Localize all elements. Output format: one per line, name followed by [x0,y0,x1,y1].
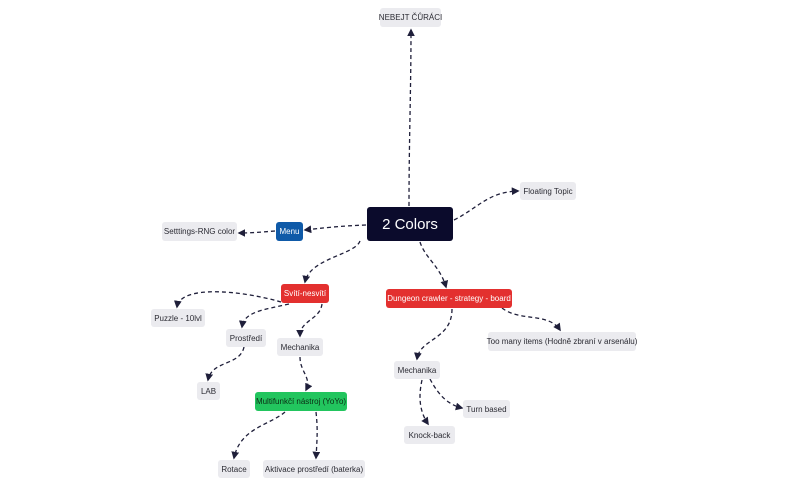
edge-sviti-puzzle [173,291,282,309]
node-label: NEBEJT ČŮRÁCI [378,13,443,22]
node-label: Menu [279,227,300,236]
edge-root-menu [303,224,367,234]
node-label: Too many items (Hodně zbraní v arsenálu) [486,337,638,346]
edge-yoyo-aktivace [312,411,321,460]
node-label: Turn based [466,404,507,414]
edge-root-sviti [302,240,361,284]
node-turn-based[interactable]: Turn based [463,400,510,418]
node-label: Prostředí [229,333,263,343]
node-rotace[interactable]: Rotace [218,460,250,478]
node-label: Setttings-RNG color [163,227,236,236]
node-yoyo-tool[interactable]: Multifunkčí nástroj (YoYo) [255,392,347,411]
node-puzzle[interactable]: Puzzle - 10lvl [151,309,205,327]
node-label: 2 Colors [382,215,438,233]
node-mechanika-1[interactable]: Mechanika [277,338,323,356]
node-label: Rotace [221,464,247,474]
edge-yoyo-rotace [231,411,286,460]
edge-mech2-knock [419,379,429,426]
node-label: Knock-back [408,430,451,440]
node-prostredi[interactable]: Prostředí [226,329,266,347]
node-knock-back[interactable]: Knock-back [404,426,455,444]
edge-root-dungeon [419,241,449,289]
node-menu[interactable]: Menu [276,222,303,241]
edge-dungeon-toomany [501,307,561,332]
node-label: Multifunkčí nástroj (YoYo) [255,397,347,406]
edge-sviti-prostredi [238,303,290,329]
node-label: Svítí-nesvítí [283,289,327,298]
node-settings[interactable]: Setttings-RNG color [162,222,237,241]
node-label: Dungeon crawler - strategy - board [387,294,511,303]
node-nebejt[interactable]: NEBEJT ČŮRÁCI [378,8,443,27]
edge-root-floating [453,187,520,221]
node-mechanika-2[interactable]: Mechanika [394,361,440,379]
edge-mech2-turn [429,378,464,411]
node-label: Aktivace prostředí (baterka) [264,464,364,474]
edge-menu-settings [237,229,276,237]
node-too-many-items[interactable]: Too many items (Hodně zbraní v arsenálu) [486,332,638,351]
node-dungeon-crawler[interactable]: Dungeon crawler - strategy - board [386,289,512,308]
edge-prostredi-lab [205,346,245,382]
edge-sviti-mech1 [296,303,323,338]
node-sviti-nesviti[interactable]: Svítí-nesvítí [281,284,329,303]
node-floating-topic[interactable]: Floating Topic [520,182,576,200]
node-root[interactable]: 2 Colors [367,207,453,241]
edge-root-nebejt [407,28,415,207]
edge-mech1-yoyo [299,356,313,392]
node-label: Puzzle - 10lvl [154,313,202,323]
node-aktivace[interactable]: Aktivace prostředí (baterka) [263,460,365,478]
edge-dungeon-mech2 [414,308,453,361]
node-label: Mechanika [397,365,437,375]
node-lab[interactable]: LAB [197,382,220,400]
node-label: LAB [200,386,217,396]
node-label: Floating Topic [523,186,573,196]
node-label: Mechanika [280,342,320,352]
